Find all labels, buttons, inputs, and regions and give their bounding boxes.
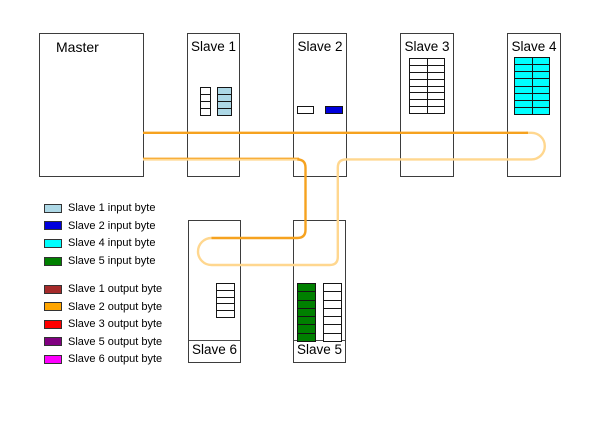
legend-item: Slave 6 output byte bbox=[44, 353, 162, 365]
slave-2-frame-byte-cell bbox=[297, 106, 314, 114]
legend-swatch-slave-1-output bbox=[44, 284, 62, 294]
legend-swatch-slave-5-input bbox=[44, 256, 62, 266]
slave-3-frame-bytes-table bbox=[409, 58, 445, 114]
legend-item: Slave 4 input byte bbox=[44, 237, 155, 249]
slave-1-label: Slave 1 bbox=[190, 39, 237, 54]
legend-label: Slave 2 input byte bbox=[68, 219, 156, 232]
legend-swatch-slave-6-output bbox=[44, 354, 62, 364]
slave-2-box: Slave 2 bbox=[293, 33, 347, 177]
slave-2-input-byte-cell bbox=[325, 106, 343, 114]
legend-item: Slave 5 output byte bbox=[44, 336, 162, 348]
legend-swatch-slave-4-input bbox=[44, 238, 62, 248]
legend-label: Slave 4 input byte bbox=[68, 237, 156, 249]
legend-swatch-slave-1-input bbox=[44, 203, 62, 213]
legend-label: Slave 1 input byte bbox=[68, 202, 156, 214]
bus-return-loop bbox=[196, 131, 546, 267]
bus-branch-line bbox=[211, 158, 307, 240]
slave-5-label: Slave 5 bbox=[294, 340, 345, 362]
slave-5-input-bytes-table bbox=[297, 283, 316, 342]
legend-item: Slave 1 output byte bbox=[44, 283, 162, 295]
legend-label: Slave 2 output byte bbox=[68, 300, 163, 313]
slave-6-label: Slave 6 bbox=[189, 340, 240, 362]
legend-label: Slave 5 input byte bbox=[68, 255, 156, 267]
legend-swatch-slave-2-input bbox=[44, 221, 62, 230]
legend-item: Slave 2 input byte bbox=[44, 220, 155, 232]
slave-6-frame-bytes-table bbox=[216, 283, 235, 318]
legend-label: Slave 5 output byte bbox=[68, 335, 163, 348]
legend-item: Slave 3 output byte bbox=[44, 318, 162, 330]
legend-label: Slave 1 output byte bbox=[68, 283, 163, 295]
legend-item: Slave 5 input byte bbox=[44, 255, 155, 267]
legend-item: Slave 2 output byte bbox=[44, 301, 162, 313]
slave-4-input-bytes-table bbox=[514, 57, 550, 115]
slave-1-input-byte-table bbox=[217, 87, 232, 116]
slave-4-label: Slave 4 bbox=[511, 39, 557, 54]
legend-swatch-slave-3-output bbox=[44, 319, 62, 329]
slave-1-frame-bytes-table bbox=[200, 87, 211, 116]
legend-label: Slave 6 output byte bbox=[68, 353, 163, 365]
slave-3-label: Slave 3 bbox=[404, 39, 450, 54]
legend-swatch-slave-2-output bbox=[44, 302, 62, 311]
legend-swatch-slave-5-output bbox=[44, 337, 62, 346]
legend-label: Slave 3 output byte bbox=[68, 318, 163, 330]
slave-5-frame-bytes-table bbox=[323, 283, 342, 342]
legend-item: Slave 1 input byte bbox=[44, 202, 155, 214]
master-label: Master bbox=[56, 39, 99, 55]
slave-2-label: Slave 2 bbox=[297, 39, 343, 54]
master-box: Master bbox=[39, 33, 144, 177]
